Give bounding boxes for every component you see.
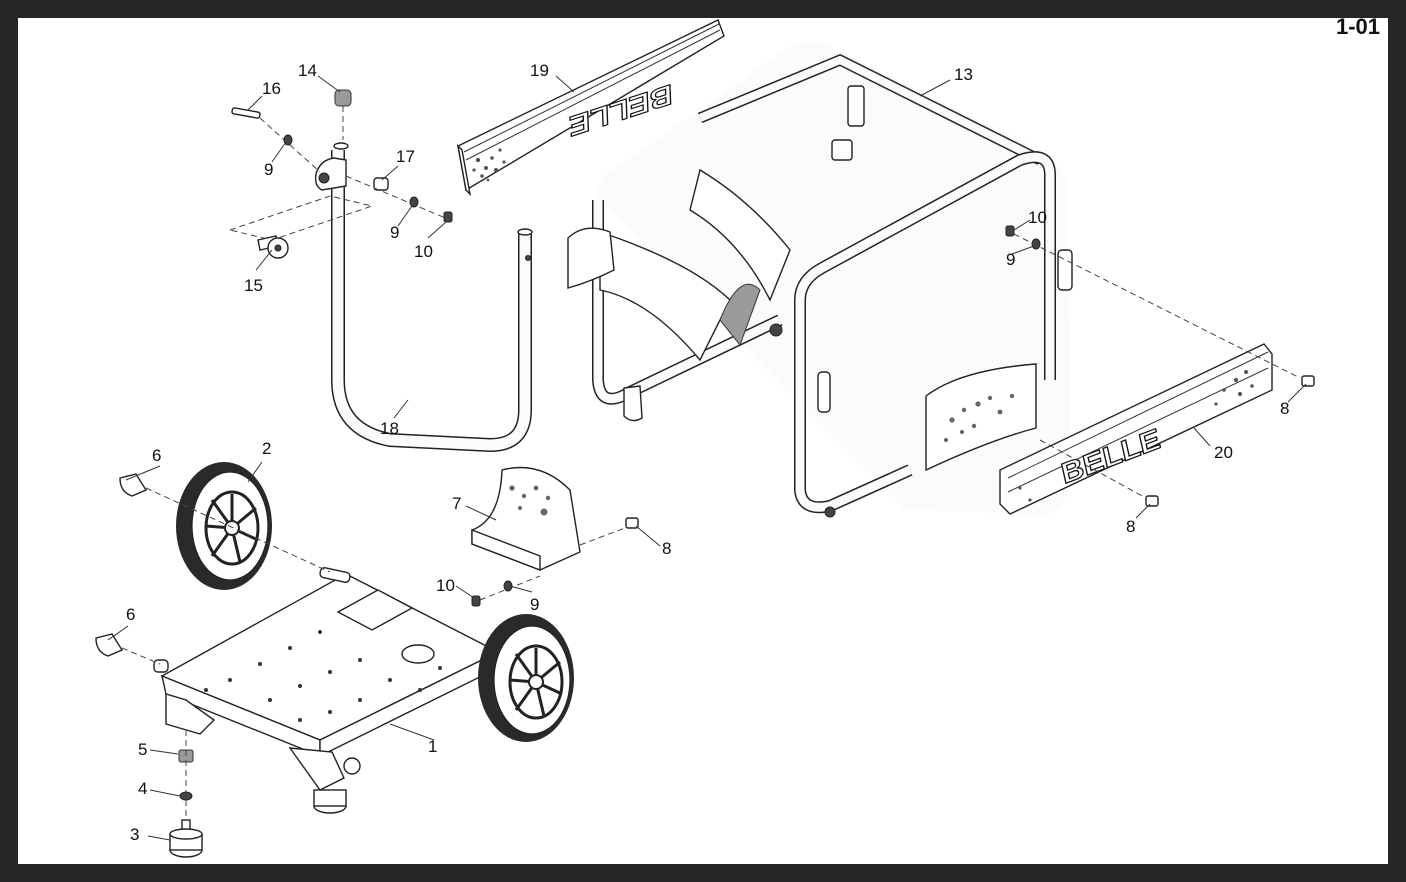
part-18-handle [314, 142, 533, 453]
callout-8b: 8 [1280, 399, 1289, 418]
callout-6b: 6 [126, 605, 135, 624]
part-3-foot [169, 819, 203, 858]
callout-16: 16 [262, 79, 281, 98]
callout-1: 1 [428, 737, 437, 756]
part-6-hub-cap-b [95, 633, 161, 665]
part-14-knob [334, 89, 352, 140]
callout-3: 3 [130, 825, 139, 844]
part-10-nut-a [443, 211, 453, 223]
callout-9d: 9 [1006, 250, 1015, 269]
callout-6a: 6 [152, 446, 161, 465]
callout-9a: 9 [264, 160, 273, 179]
callout-9c: 9 [530, 595, 539, 614]
leader-lines [107, 75, 1307, 841]
callouts: 1 2 3 4 5 6 6 7 8 8 8 9 9 9 9 10 10 10 1… [126, 61, 1289, 844]
part-13-main-frame [567, 41, 1073, 518]
part-8-bolt-c [1145, 495, 1159, 507]
callout-9b: 9 [390, 223, 399, 242]
callout-10a: 10 [436, 576, 455, 595]
callout-8c: 8 [1126, 517, 1135, 536]
part-1-base [153, 567, 500, 814]
part-7-bracket [471, 466, 631, 601]
part-10-nut-b [471, 595, 481, 607]
part-2-wheel-rear [478, 614, 574, 742]
callout-2: 2 [262, 439, 271, 458]
part-16-bolt [231, 107, 321, 173]
part-10-nut-c [1005, 225, 1015, 237]
callout-13: 13 [954, 65, 973, 84]
callout-7: 7 [452, 494, 461, 513]
callout-19: 19 [530, 61, 549, 80]
callout-17: 17 [396, 147, 415, 166]
part-9-washer-c [503, 580, 513, 592]
sheet-number: 1-01 [1335, 14, 1380, 39]
callout-18: 18 [380, 419, 399, 438]
callout-10c: 10 [1028, 208, 1047, 227]
callout-5: 5 [138, 740, 147, 759]
callout-8a: 8 [662, 539, 671, 558]
part-9-washer-b [409, 196, 419, 208]
part-8-bolt-a [625, 517, 639, 529]
part-15-pin [228, 195, 374, 259]
callout-14: 14 [298, 61, 317, 80]
part-2-wheel-front [176, 462, 272, 590]
part-8-bolt-b [1301, 375, 1315, 387]
callout-4: 4 [138, 779, 147, 798]
callout-20: 20 [1214, 443, 1233, 462]
part-17-spacer [345, 175, 451, 221]
callout-15: 15 [244, 276, 263, 295]
callout-10b: 10 [414, 242, 433, 261]
